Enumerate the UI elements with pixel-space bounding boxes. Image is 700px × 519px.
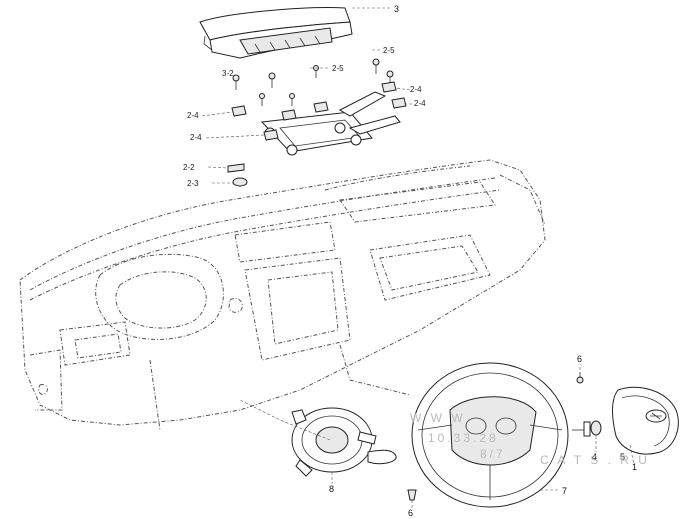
clock-spring xyxy=(291,407,397,477)
callout-8: 8 xyxy=(329,484,334,494)
callout-2-4-left-lower: 2-4 xyxy=(190,133,202,142)
leader-lines xyxy=(201,7,635,508)
steering-wheel xyxy=(411,362,569,508)
watermark: W W W 10.33.28 C A T S . R U 8/7 xyxy=(410,411,650,467)
callout-3-2: 3-2 xyxy=(222,69,234,78)
callout-labels: 3 3-2 2-5 2-5 2-4 2-4 2-4 2-4 2-2 2-3 6 … xyxy=(183,4,637,518)
callout-6-lower: 6 xyxy=(408,508,413,518)
callout-2-4-right-lower: 2-4 xyxy=(414,99,426,108)
dashboard-outline xyxy=(19,159,546,431)
callout-2-5-upper: 2-5 xyxy=(383,46,395,55)
callout-3: 3 xyxy=(394,4,399,14)
watermark-line-3: C A T S . R U xyxy=(540,453,650,467)
bolts-4-5-6 xyxy=(407,372,602,501)
callout-1: 1 xyxy=(632,462,637,472)
callout-4: 4 xyxy=(592,452,597,462)
airbag-mounting-bracket xyxy=(260,91,401,156)
fasteners xyxy=(227,58,407,187)
callout-6-upper: 6 xyxy=(577,354,582,364)
callout-2-3: 2-3 xyxy=(187,179,199,188)
driver-airbag-module xyxy=(612,386,679,455)
callout-7: 7 xyxy=(562,486,567,496)
callout-2-4-left-upper: 2-4 xyxy=(187,111,199,120)
watermark-line-2: 10.33.28 xyxy=(428,431,499,445)
callout-2-2: 2-2 xyxy=(183,163,195,172)
watermark-line-4: 8/7 xyxy=(480,447,506,461)
callout-5: 5 xyxy=(620,452,625,462)
watermark-line-1: W W W xyxy=(410,411,466,425)
callout-2-4-right-upper: 2-4 xyxy=(410,85,422,94)
passenger-airbag-module xyxy=(199,7,353,59)
callout-2-5-mid: 2-5 xyxy=(332,64,344,73)
